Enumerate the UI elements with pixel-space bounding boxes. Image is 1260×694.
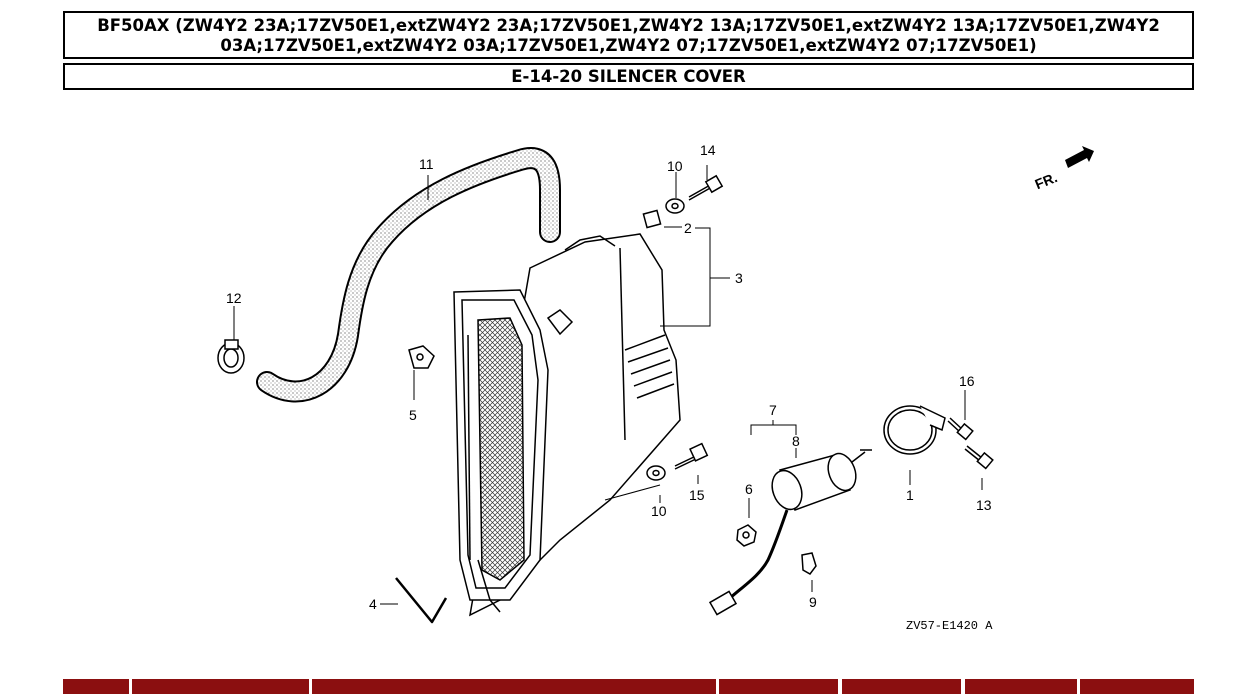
callout-7: 7	[769, 402, 777, 418]
callout-14: 14	[700, 142, 716, 158]
table-header-cell	[842, 679, 961, 694]
section-title: E-14-20 SILENCER COVER	[511, 67, 746, 86]
callout-6: 6	[745, 481, 753, 497]
collar-part-2	[642, 209, 662, 229]
callout-1: 1	[906, 487, 914, 503]
callout-13: 13	[976, 497, 992, 513]
clamp-part-12	[217, 339, 245, 374]
clip-part-5	[408, 345, 435, 369]
callout-3: 3	[735, 270, 743, 286]
clip-part-9	[801, 552, 817, 575]
model-header: BF50AX (ZW4Y2 23A;17ZV50E1,extZW4Y2 23A;…	[63, 11, 1194, 59]
callout-16: 16	[959, 373, 975, 389]
silencer-cover-part-3	[453, 233, 681, 617]
pin-part-4	[395, 577, 448, 624]
callout-numbers: 11 10 14 2 3 12 5 4 10 15 7 8 6 9 1 16 1…	[226, 142, 992, 612]
callout-12: 12	[226, 290, 242, 306]
bolt-part-16	[947, 417, 974, 441]
front-direction-arrow-icon: FR.	[1033, 146, 1094, 192]
nut-part-6	[736, 524, 757, 547]
leader-lines	[233, 165, 983, 605]
callout-10-top: 10	[667, 158, 683, 174]
washer-part-10	[646, 198, 685, 481]
bolt-part-13	[964, 445, 994, 470]
band-clamp-part-1	[883, 405, 946, 455]
bolt-part-15	[674, 442, 709, 470]
callout-4: 4	[369, 596, 377, 612]
table-header-cell	[132, 679, 309, 694]
table-header-cell	[1080, 679, 1194, 694]
direction-label: FR.	[1033, 169, 1060, 192]
table-header-cell	[312, 679, 716, 694]
callout-5: 5	[409, 407, 417, 423]
table-header-cell	[63, 679, 129, 694]
model-line: BF50AX (ZW4Y2 23A;17ZV50E1,extZW4Y2 23A;…	[97, 16, 1160, 55]
callout-10-bottom: 10	[651, 503, 667, 519]
callout-8: 8	[792, 433, 800, 449]
canister-part-8	[708, 449, 872, 616]
hose-part-11	[256, 147, 561, 403]
callout-2: 2	[684, 220, 692, 236]
parts-diagram: FR. 11 10 14 2 3 12 5 4 10 15 7 8 6 9 1 …	[217, 142, 1094, 633]
drawing-code: ZV57-E1420 A	[906, 619, 993, 633]
table-header-cell	[965, 679, 1077, 694]
table-header-cell	[719, 679, 838, 694]
bolt-part-14	[688, 174, 724, 201]
section-header: E-14-20 SILENCER COVER	[63, 63, 1194, 90]
callout-15: 15	[689, 487, 705, 503]
callout-11: 11	[419, 156, 434, 172]
callout-9: 9	[809, 594, 817, 610]
